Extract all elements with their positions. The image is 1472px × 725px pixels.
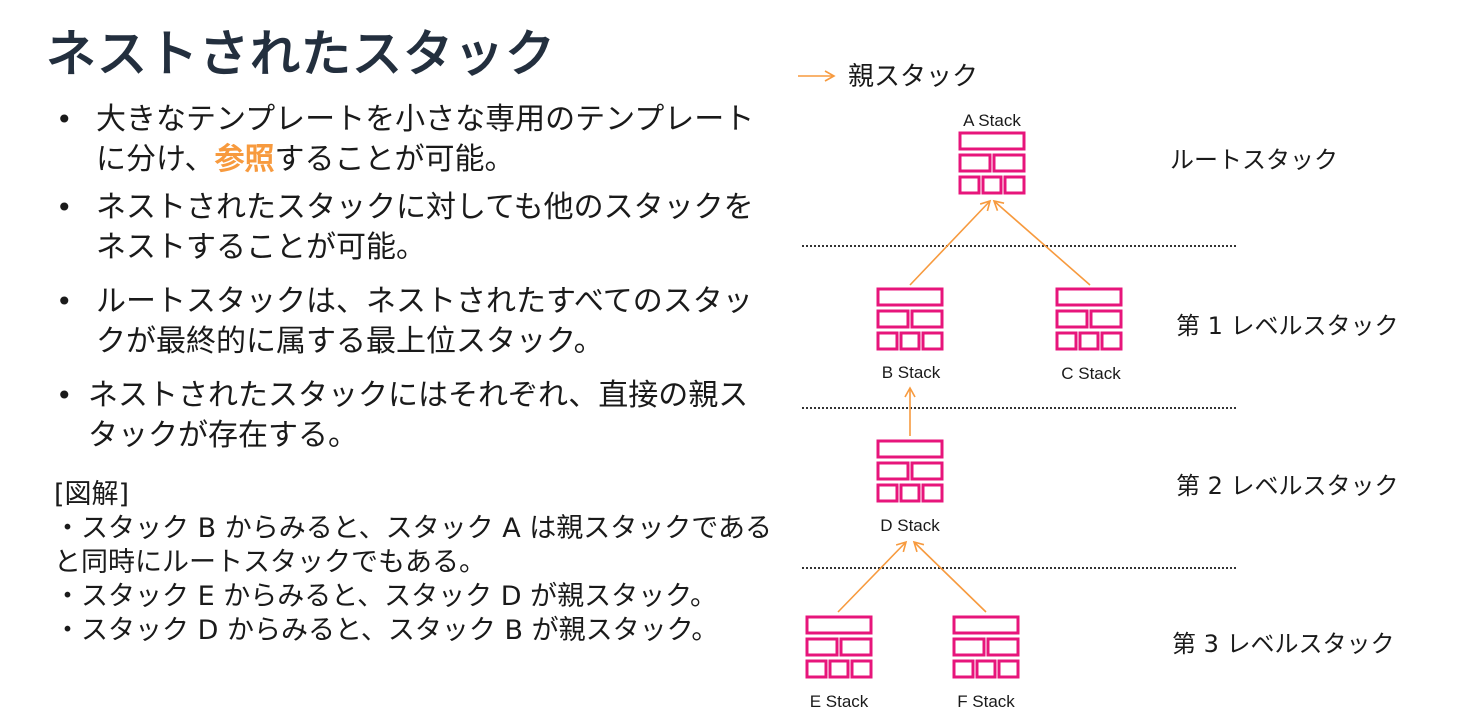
legend-label: 親スタック bbox=[848, 62, 978, 92]
bullet-dot: • bbox=[56, 103, 73, 136]
stack-c-icon bbox=[1055, 287, 1123, 351]
stack-label-a: A Stack bbox=[963, 111, 1021, 130]
level-label-1: 第 1 レベルスタック bbox=[1176, 312, 1399, 340]
level-label-root: ルートスタック bbox=[1170, 146, 1338, 174]
bullet-item: • ルートスタックは、ネストされたすべてのスタックが最終的に属する最上位スタック… bbox=[56, 282, 776, 362]
bullet-text: ルートスタックは、ネストされたすべてのスタックが最終的に属する最上位スタック。 bbox=[96, 284, 753, 359]
stack-label-b: B Stack bbox=[882, 363, 941, 382]
explanation-line: ・スタック D からみると、スタック B が親スタック。 bbox=[54, 615, 719, 646]
level-label-3: 第 3 レベルスタック bbox=[1172, 630, 1395, 658]
bullet-dot: • bbox=[56, 379, 73, 412]
bullet-item: • ネストされたスタックに対しても他のスタックをネストすることが可能。 bbox=[56, 188, 776, 268]
explanation-line: ・スタック B からみると、スタック A は親スタックであると同時にルートスタッ… bbox=[54, 513, 772, 578]
parent-arrow bbox=[992, 199, 1091, 286]
parent-arrow bbox=[837, 540, 908, 613]
stack-label-d: D Stack bbox=[880, 516, 940, 535]
stack-f-icon bbox=[952, 615, 1020, 679]
stack-label-c: C Stack bbox=[1061, 364, 1121, 383]
stack-label-e: E Stack bbox=[810, 692, 869, 711]
bullet-list: • 大きなテンプレートを小さな専用のテンプレートに分け、参照することが可能。 •… bbox=[56, 100, 776, 464]
bullet-item: • 大きなテンプレートを小さな専用のテンプレートに分け、参照することが可能。 bbox=[56, 100, 776, 180]
explanation-block: [図解] ・スタック B からみると、スタック A は親スタックであると同時にル… bbox=[54, 478, 794, 648]
bullet-text: ネストされたスタックにはそれぞれ、直接の親スタックが存在する。 bbox=[88, 378, 749, 453]
parent-arrow bbox=[912, 540, 987, 613]
level-label-2: 第 2 レベルスタック bbox=[1176, 472, 1399, 500]
stack-label-f: F Stack bbox=[957, 692, 1015, 711]
page-title: ネストされたスタック bbox=[46, 25, 556, 83]
bullet-text: 大きなテンプレートを小さな専用のテンプレートに分け、 bbox=[96, 102, 755, 177]
bullet-dot: • bbox=[56, 191, 73, 224]
stack-b-icon bbox=[876, 287, 944, 351]
stack-d-icon bbox=[876, 439, 944, 503]
parent-arrow bbox=[909, 199, 992, 286]
explanation-line: ・スタック E からみると、スタック D が親スタック。 bbox=[54, 581, 717, 612]
bullet-dot: • bbox=[56, 285, 73, 318]
bullet-text: することが可能。 bbox=[274, 142, 515, 177]
stack-e-icon bbox=[805, 615, 873, 679]
explanation-heading: [図解] bbox=[54, 479, 130, 510]
stack-a-icon bbox=[958, 131, 1026, 195]
highlight-text: 参照 bbox=[214, 142, 275, 177]
bullet-item: • ネストされたスタックにはそれぞれ、直接の親スタックが存在する。 bbox=[56, 376, 776, 456]
bullet-text: ネストされたスタックに対しても他のスタックをネストすることが可能。 bbox=[96, 190, 754, 265]
